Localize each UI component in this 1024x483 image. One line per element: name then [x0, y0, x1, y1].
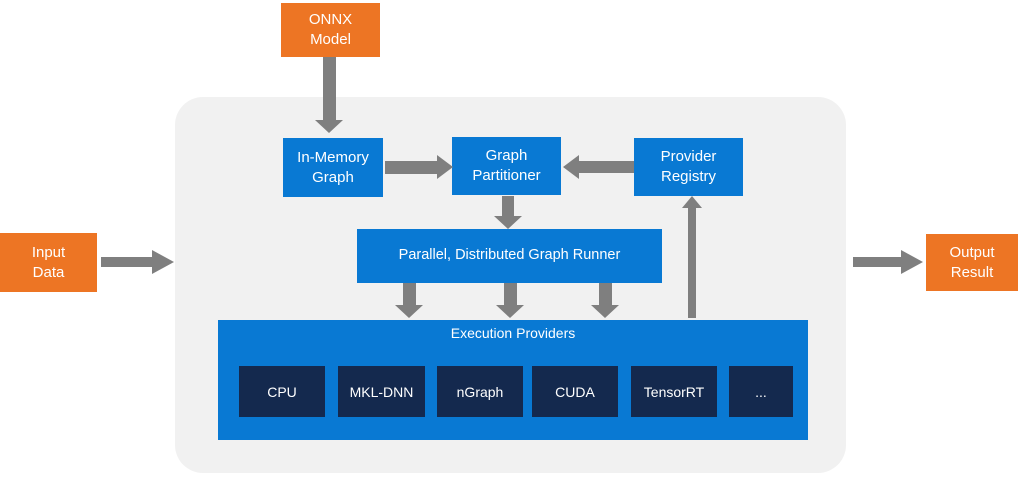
provider-more: ...: [729, 366, 793, 417]
node-input-data-label: Input Data: [31, 243, 66, 281]
arrow-shaft: [323, 57, 336, 120]
arrow-head-right-icon: [901, 250, 923, 274]
node-output-result: Output Result: [926, 234, 1018, 291]
provider-cpu: CPU: [239, 366, 325, 417]
arrow-shaft: [403, 283, 416, 305]
node-in-memory-graph: In-Memory Graph: [283, 138, 383, 197]
provider-mkl-dnn: MKL-DNN: [338, 366, 425, 417]
node-provider-registry-label: Provider Registry: [660, 148, 717, 185]
arrow-shaft: [579, 161, 634, 173]
arrow-head-down-icon: [494, 216, 522, 229]
node-output-result-label: Output Result: [949, 243, 995, 281]
node-execution-providers: Execution Providers CPU MKL-DNN nGraph C…: [218, 320, 808, 440]
arrow-head-down-icon: [496, 305, 524, 318]
provider-tensorrt: TensorRT: [631, 366, 717, 417]
arrow-shaft: [688, 208, 696, 318]
provider-ngraph-label: nGraph: [456, 383, 504, 400]
node-graph-partitioner-label: Graph Partitioner: [472, 147, 541, 184]
node-input-data: Input Data: [0, 233, 97, 292]
node-provider-registry: Provider Registry: [634, 138, 743, 196]
node-graph-runner-label: Parallel, Distributed Graph Runner: [398, 247, 621, 264]
arrow-shaft: [599, 283, 612, 305]
arrow-shaft: [385, 161, 437, 174]
provider-mkl-dnn-label: MKL-DNN: [349, 383, 414, 400]
arrow-shaft: [502, 196, 514, 217]
arrow-head-left-icon: [563, 155, 579, 179]
arrow-head-down-icon: [591, 305, 619, 318]
arrow-shaft: [853, 257, 901, 267]
node-in-memory-graph-label: In-Memory Graph: [297, 148, 369, 186]
provider-ngraph: nGraph: [437, 366, 523, 417]
provider-cuda-label: CUDA: [555, 383, 595, 400]
node-graph-partitioner: Graph Partitioner: [452, 137, 561, 195]
arrow-shaft: [101, 257, 152, 267]
node-graph-runner: Parallel, Distributed Graph Runner: [357, 229, 662, 283]
arrow-head-up-icon: [682, 196, 702, 208]
node-onnx-model: ONNX Model: [281, 3, 380, 57]
provider-cpu-label: CPU: [267, 383, 297, 400]
provider-more-label: ...: [755, 383, 767, 400]
arrow-head-right-icon: [152, 250, 174, 274]
node-onnx-model-label: ONNX Model: [308, 11, 353, 48]
arrow-shaft: [504, 283, 517, 305]
arrow-head-right-icon: [437, 155, 453, 179]
arrow-head-down-icon: [395, 305, 423, 318]
arrow-head-down-icon: [315, 120, 343, 133]
provider-tensorrt-label: TensorRT: [643, 383, 705, 400]
execution-providers-title: Execution Providers: [450, 325, 576, 341]
provider-cuda: CUDA: [532, 366, 618, 417]
